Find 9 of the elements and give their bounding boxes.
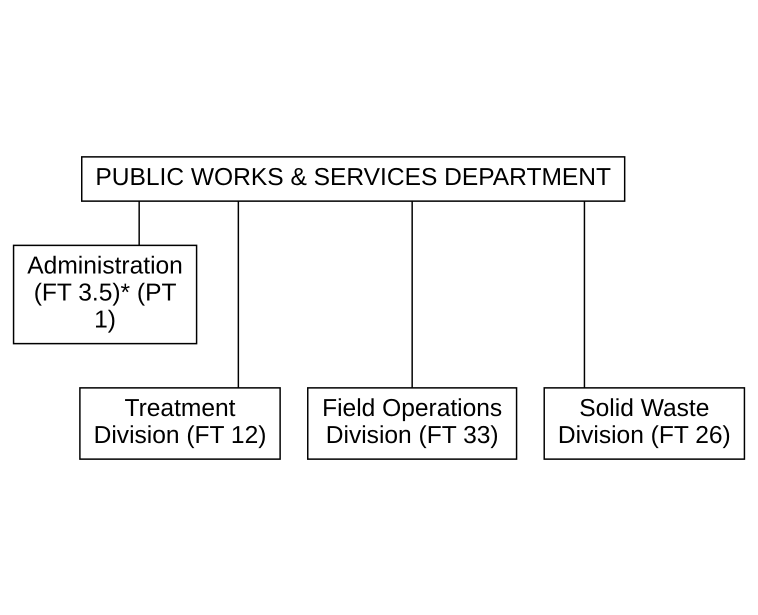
connector bbox=[411, 200, 413, 387]
connector bbox=[138, 200, 140, 245]
node-box: Field Operations Division (FT 33) bbox=[307, 386, 518, 460]
node-box: PUBLIC WORKS & SERVICES DEPARTMENT bbox=[81, 156, 626, 202]
node-box: Administration (FT 3.5)* (PT 1) bbox=[12, 244, 198, 344]
node-box: Solid Waste Division (FT 26) bbox=[543, 386, 746, 460]
connector bbox=[238, 200, 240, 387]
node-box: Treatment Division (FT 12) bbox=[79, 386, 281, 460]
connector bbox=[584, 200, 586, 387]
